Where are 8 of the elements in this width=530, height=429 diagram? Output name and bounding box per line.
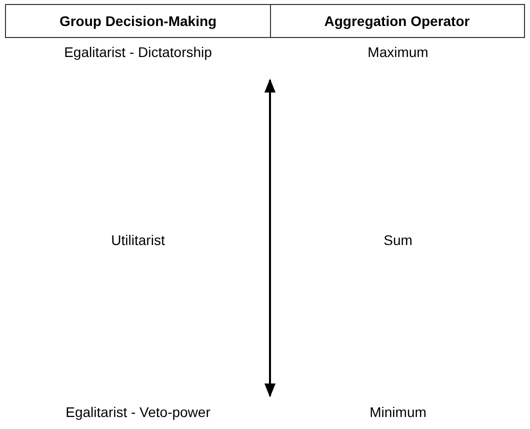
scale-bottom-label: Egalitarist - Veto-power [66,404,210,420]
operator-label: Minimum [370,404,426,420]
operator-label: Maximum [368,44,428,60]
column-header: Group Decision-Making [5,4,271,38]
scale-middle-label: Utilitarist [111,232,165,248]
operator-label: Sum [384,232,412,248]
column-header: Aggregation Operator [270,4,525,38]
scale-top-label: Egalitarist - Dictatorship [64,44,212,60]
